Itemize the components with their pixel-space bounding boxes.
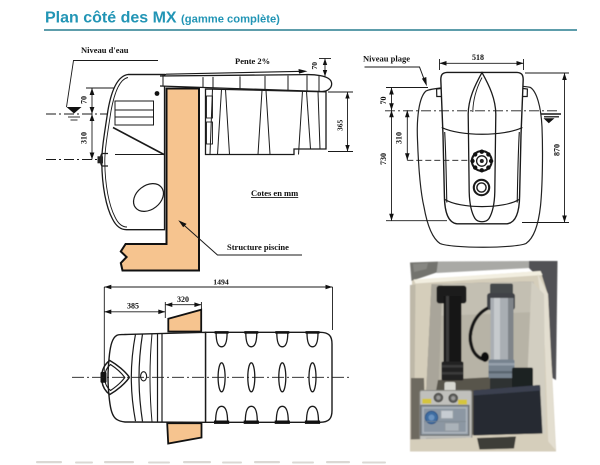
svg-text:730: 730 [379, 153, 388, 165]
svg-text:365: 365 [336, 120, 345, 132]
svg-text:Structure piscine: Structure piscine [227, 242, 289, 252]
svg-text:Niveau plage: Niveau plage [363, 54, 410, 64]
svg-text:870: 870 [553, 144, 562, 156]
svg-text:70: 70 [310, 62, 319, 70]
svg-text:310: 310 [80, 132, 89, 144]
svg-text:70: 70 [80, 96, 89, 104]
svg-text:Plan côté des MX (gamme complè: Plan côté des MX (gamme complète) [45, 10, 280, 27]
svg-text:Niveau d'eau: Niveau d'eau [81, 45, 129, 55]
svg-text:518: 518 [472, 53, 484, 62]
svg-text:Pente 2%: Pente 2% [235, 56, 270, 66]
svg-text:Cotes en mm: Cotes en mm [251, 188, 298, 198]
svg-text:70: 70 [379, 97, 388, 105]
svg-text:1494: 1494 [213, 278, 229, 287]
svg-text:320: 320 [177, 295, 189, 304]
svg-text:310: 310 [395, 132, 404, 144]
svg-text:385: 385 [127, 302, 139, 311]
